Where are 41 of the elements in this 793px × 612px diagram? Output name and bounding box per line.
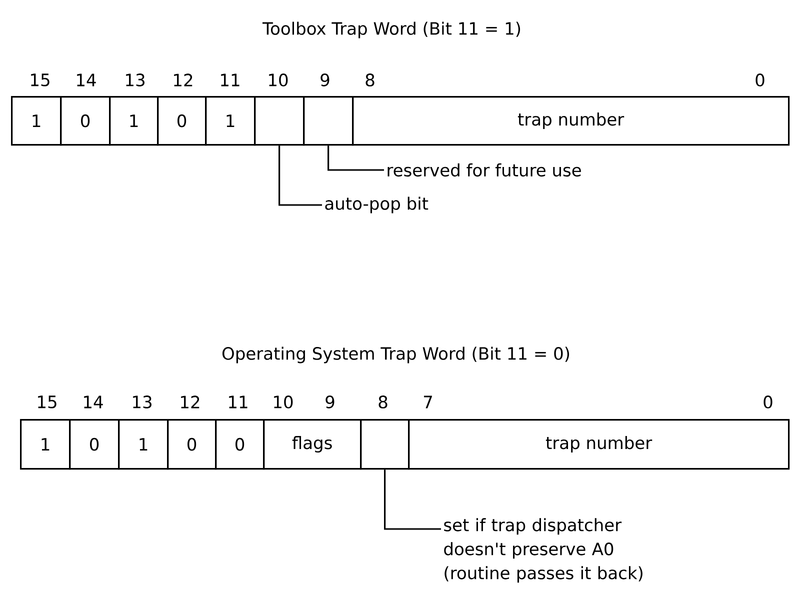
bit-number: 7	[424, 396, 432, 408]
bit-number: 8	[366, 74, 374, 86]
bit-cell	[360, 419, 410, 470]
bit-number: 15	[31, 74, 50, 86]
bit-cell: 1	[118, 419, 169, 470]
bit-cell: 1	[205, 96, 256, 146]
bit-number: 14	[77, 74, 96, 86]
bit-cell: 0	[167, 419, 217, 470]
note-text: reserved for future use	[388, 163, 581, 177]
leader-line	[384, 470, 441, 530]
bit-cell	[254, 96, 305, 146]
bit-cell	[303, 96, 354, 146]
bit-cell: 1	[11, 96, 62, 146]
bit-number: 11	[229, 396, 248, 408]
bit-cell: 0	[60, 96, 111, 146]
bit-number: 12	[174, 74, 192, 86]
bit-cell: flags	[263, 419, 362, 470]
note-text: auto-pop bit	[325, 196, 428, 214]
bit-number: 14	[84, 396, 103, 408]
bit-number: 11	[221, 74, 240, 86]
bit-number: 10	[269, 74, 288, 86]
bit-number: 9	[320, 74, 330, 86]
bit-cell: 0	[69, 419, 120, 470]
leader-line	[328, 146, 384, 171]
bit-number: 12	[181, 396, 200, 408]
heading: Toolbox Trap Word (Bit 11 = 1)	[262, 22, 520, 38]
leader-line	[278, 146, 322, 206]
heading: Operating System Trap Word (Bit 11 = 0)	[222, 346, 570, 364]
bit-number: 13	[126, 74, 144, 86]
field-cell: trap number	[408, 419, 790, 470]
bit-number: 15	[38, 396, 56, 408]
bit-number: 8	[378, 396, 388, 408]
bit-number: 13	[133, 396, 152, 408]
bit-number: 9	[326, 396, 334, 408]
bit-cell: 1	[20, 419, 71, 470]
bit-cell: 0	[215, 419, 265, 470]
bit-cell: 1	[109, 96, 159, 146]
bit-number: 10	[274, 396, 293, 408]
note-text: set if trap dispatcher doesn't preserve A0 (routine passes it back)	[444, 518, 642, 583]
bit-cell: 0	[157, 96, 207, 146]
field-cell: trap number	[352, 96, 790, 146]
